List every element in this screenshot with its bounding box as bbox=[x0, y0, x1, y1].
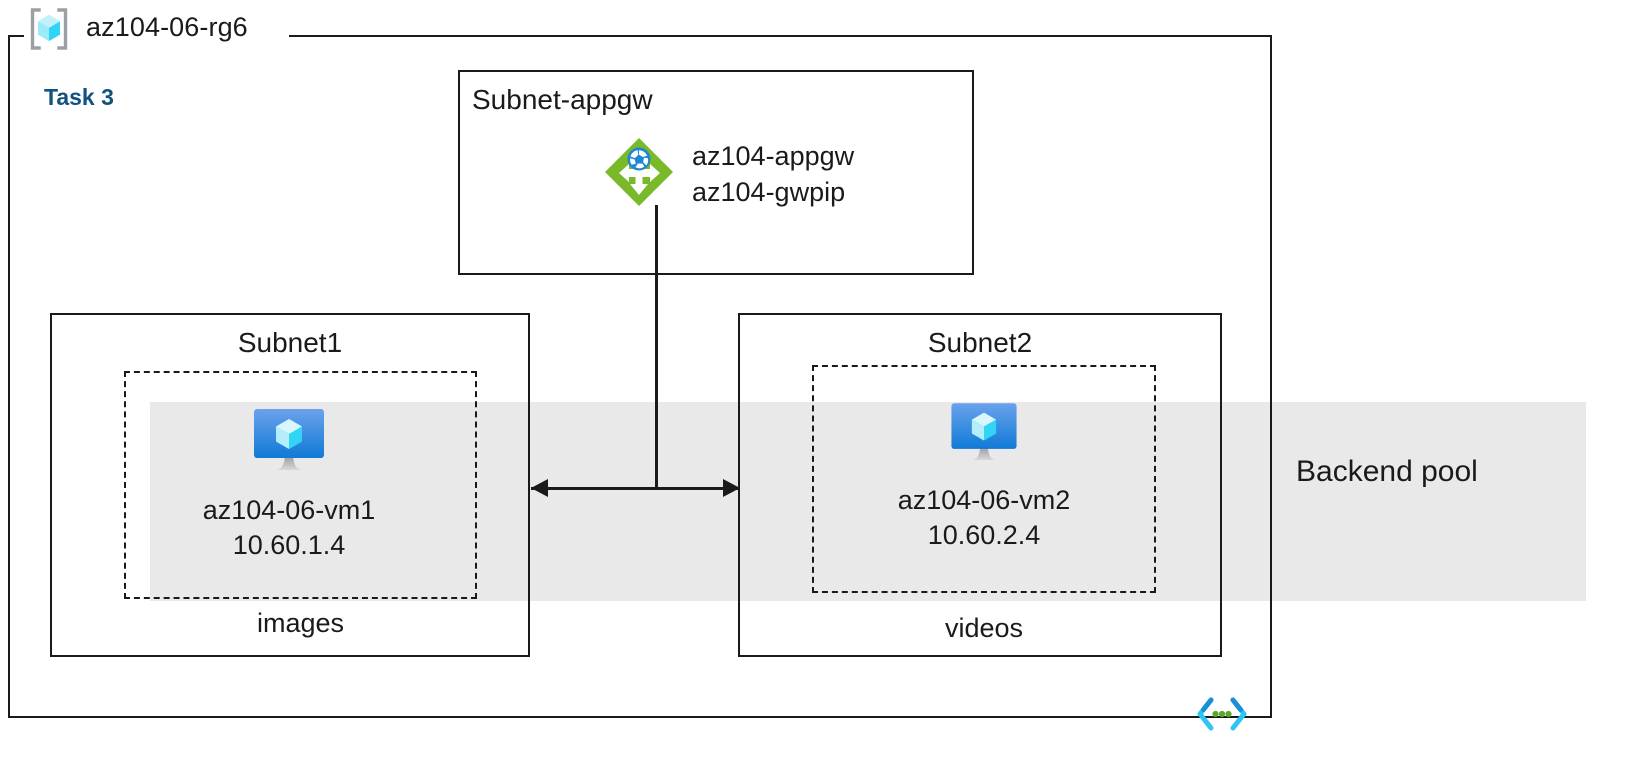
vm2-ip-address: 10.60.2.4 bbox=[927, 519, 1041, 550]
resource-group-icon bbox=[26, 6, 72, 52]
virtual-machine-icon bbox=[160, 404, 418, 485]
appgw-to-backend-connector bbox=[655, 205, 658, 490]
application-gateway-icon bbox=[600, 133, 678, 216]
vm2-name: az104-06-vm2 bbox=[897, 485, 1071, 515]
subnet1-vm-group bbox=[124, 371, 477, 599]
appgw-public-ip-name: az104-gwpip bbox=[692, 176, 846, 207]
vm1-name: az104-06-vm1 bbox=[202, 495, 376, 525]
virtual-machine-icon bbox=[848, 398, 1120, 475]
vm2-node: az104-06-vm2 10.60.2.4 bbox=[848, 398, 1120, 552]
subnet2-box bbox=[738, 313, 1222, 657]
vm1-ip-address: 10.60.1.4 bbox=[232, 529, 346, 560]
vm1-vm2-connector-line bbox=[531, 487, 740, 490]
backend-pool-band bbox=[150, 402, 1586, 601]
subnet1-box bbox=[50, 313, 530, 657]
connector-arrow-right bbox=[723, 479, 740, 497]
application-gateway-labels: az104-appgw az104-gwpip bbox=[692, 139, 854, 210]
connector-arrow-left bbox=[531, 479, 548, 497]
subnet1-title: Subnet1 bbox=[237, 327, 343, 358]
subnet2-title: Subnet2 bbox=[927, 327, 1033, 358]
appgw-resource-name: az104-appgw bbox=[692, 140, 855, 171]
task-label: Task 3 bbox=[44, 84, 114, 110]
subnet-appgw-box bbox=[458, 70, 974, 275]
code-brackets-icon bbox=[1196, 696, 1248, 732]
subnet2-container-caption: videos bbox=[944, 613, 1024, 643]
resource-group-label-gap bbox=[24, 26, 289, 46]
resource-group-title: az104-06-rg6 bbox=[86, 12, 248, 42]
subnet-appgw-title: Subnet-appgw bbox=[472, 84, 653, 115]
vm1-node: az104-06-vm1 10.60.1.4 bbox=[160, 404, 418, 562]
application-gateway-node: az104-appgw az104-gwpip bbox=[600, 133, 854, 216]
resource-group-frame bbox=[8, 35, 1272, 718]
backend-pool-label: Backend pool bbox=[1296, 455, 1478, 488]
subnet1-container-caption: images bbox=[256, 608, 345, 638]
subnet2-vm-group bbox=[812, 365, 1156, 593]
